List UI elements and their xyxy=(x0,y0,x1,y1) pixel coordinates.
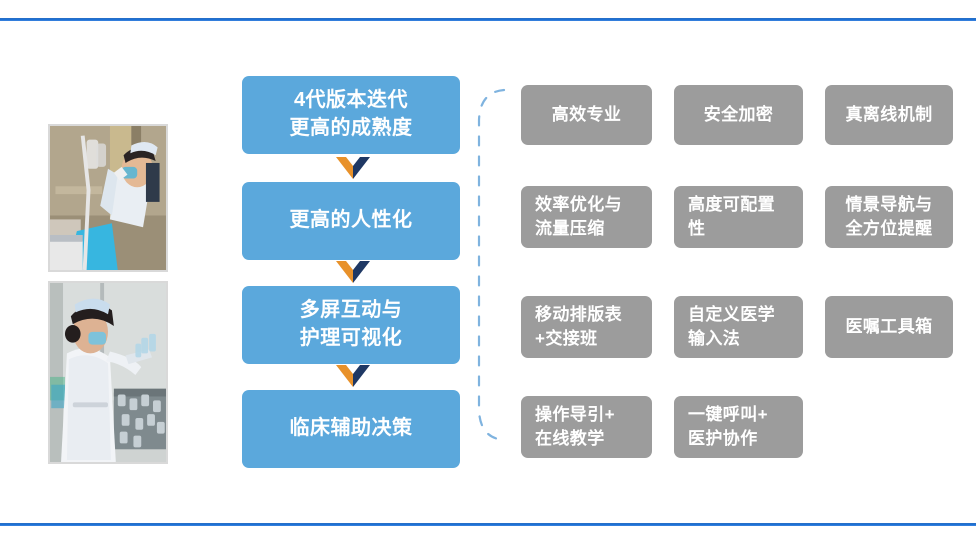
feature-line1: 医嘱工具箱 xyxy=(845,316,933,336)
feature-line1: 移动排版表 xyxy=(535,304,622,324)
feature-box[interactable]: 操作导引+ 在线教学 xyxy=(521,396,652,458)
feature-line2: 全方位提醒 xyxy=(845,219,933,238)
flow-step-line2: 护理可视化 xyxy=(299,327,403,349)
feature-line2: 在线教学 xyxy=(535,429,605,448)
feature-label: 安全加密 xyxy=(704,103,774,127)
top-divider-rule xyxy=(0,18,976,21)
flow-step-label: 临床辅助决策 xyxy=(290,415,413,443)
feature-box[interactable]: 安全加密 xyxy=(674,85,803,145)
flow-step-line1: 临床辅助决策 xyxy=(289,417,413,440)
bottom-divider-rule xyxy=(0,523,976,526)
feature-line2: 流量压缩 xyxy=(535,219,605,238)
feature-line1: 操作导引+ xyxy=(535,404,615,424)
feature-line1: 情景导航与 xyxy=(845,194,933,214)
photo-nurse-scanning-iv-bag xyxy=(48,124,168,272)
flow-step-box[interactable]: 更高的人性化 xyxy=(242,182,460,260)
flow-step-label: 多屏互动与 护理可视化 xyxy=(300,297,403,352)
feature-label: 操作导引+ 在线教学 xyxy=(535,403,615,451)
chevron-down-icon xyxy=(336,261,370,283)
photo-vials-graphic xyxy=(50,283,166,462)
flow-step-box[interactable]: 4代版本迭代 更高的成熟度 xyxy=(242,76,460,154)
flow-step-line1: 4代版本迭代 xyxy=(293,89,409,112)
feature-label: 真离线机制 xyxy=(846,103,933,127)
feature-line2: 性 xyxy=(688,219,706,238)
feature-line2: 医护协作 xyxy=(688,429,758,448)
flow-step-label: 更高的人性化 xyxy=(290,207,413,235)
feature-box[interactable]: 自定义医学 输入法 xyxy=(674,296,803,358)
feature-label: 一键呼叫+ 医护协作 xyxy=(688,403,768,451)
feature-line1: 真离线机制 xyxy=(845,104,933,124)
flow-step-line2: 更高的成熟度 xyxy=(289,117,413,139)
flow-step-box[interactable]: 临床辅助决策 xyxy=(242,390,460,468)
flow-step-box[interactable]: 多屏互动与 护理可视化 xyxy=(242,286,460,364)
feature-line1: 效率优化与 xyxy=(535,194,622,214)
feature-line1: 一键呼叫+ xyxy=(688,404,768,424)
feature-label: 效率优化与 流量压缩 xyxy=(535,193,622,241)
feature-box[interactable]: 医嘱工具箱 xyxy=(825,296,953,358)
feature-line2: +交接班 xyxy=(535,329,598,348)
feature-box[interactable]: 情景导航与 全方位提醒 xyxy=(825,186,953,248)
feature-box[interactable]: 一键呼叫+ 医护协作 xyxy=(674,396,803,458)
feature-label: 情景导航与 全方位提醒 xyxy=(846,193,933,241)
feature-box[interactable]: 效率优化与 流量压缩 xyxy=(521,186,652,248)
feature-line1: 自定义医学 xyxy=(688,304,775,324)
photo-nurse-holding-vials xyxy=(48,281,168,464)
feature-label: 移动排版表 +交接班 xyxy=(535,303,622,351)
feature-label: 自定义医学 输入法 xyxy=(688,303,775,351)
chevron-down-icon xyxy=(336,365,370,387)
flow-step-label: 4代版本迭代 更高的成熟度 xyxy=(290,87,413,142)
feature-box[interactable]: 高效专业 xyxy=(521,85,652,145)
feature-label: 高度可配置 性 xyxy=(688,193,775,241)
feature-line1: 高效专业 xyxy=(551,104,622,124)
feature-box[interactable]: 移动排版表 +交接班 xyxy=(521,296,652,358)
feature-label: 高效专业 xyxy=(552,103,622,127)
feature-label: 医嘱工具箱 xyxy=(846,315,933,339)
flow-step-line1: 多屏互动与 xyxy=(299,299,403,322)
flow-step-line1: 更高的人性化 xyxy=(289,209,413,232)
chevron-down-icon xyxy=(336,157,370,179)
photo-iv-graphic xyxy=(50,126,166,270)
feature-box[interactable]: 真离线机制 xyxy=(825,85,953,145)
feature-line1: 安全加密 xyxy=(703,104,774,124)
dashed-bracket-connector xyxy=(477,88,506,442)
feature-line1: 高度可配置 xyxy=(688,194,775,214)
feature-line2: 输入法 xyxy=(688,329,741,348)
feature-box[interactable]: 高度可配置 性 xyxy=(674,186,803,248)
